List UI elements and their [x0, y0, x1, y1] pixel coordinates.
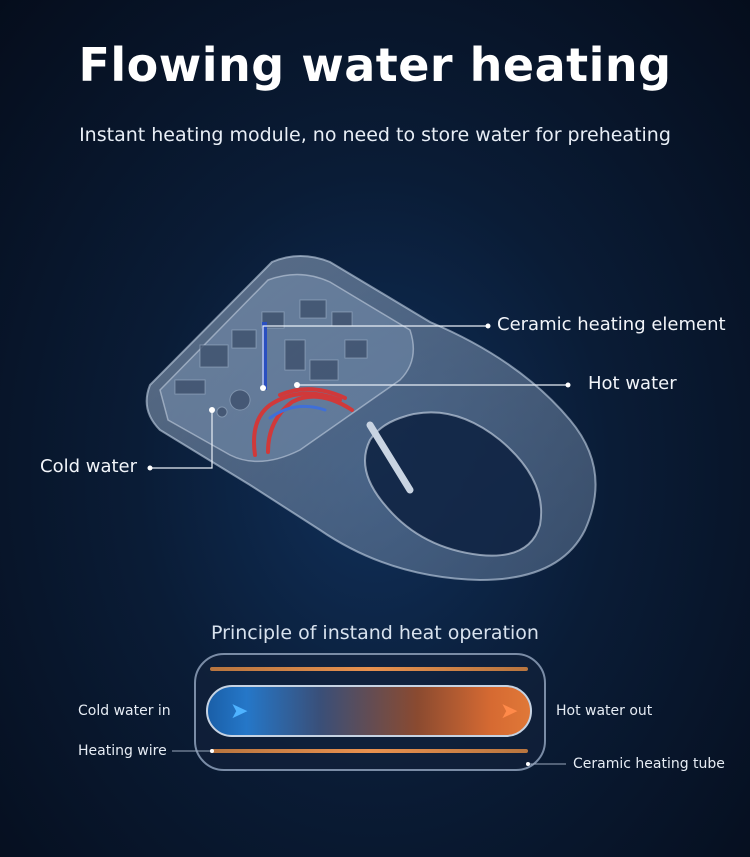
callout-dot-cold-water	[209, 407, 215, 413]
label-cold-water: Cold water	[40, 456, 138, 477]
label-cold-water-in: Cold water in	[78, 703, 171, 719]
label-ceramic-heating-tube: Ceramic heating tube	[573, 756, 725, 772]
page-title: Flowing water heating	[78, 38, 672, 92]
hot-flow-arrow-icon: ➤	[500, 699, 519, 724]
label-hot-water: Hot water	[588, 373, 677, 394]
callout-dot-hot-water	[294, 382, 300, 388]
callout-dot-ceramic-end	[485, 323, 491, 329]
callout-dot-ceramic	[260, 385, 266, 391]
callout-dot-cold-water-end	[147, 465, 153, 471]
cold-flow-arrow-icon: ➤	[230, 699, 249, 724]
ceramic-heating-element	[262, 322, 267, 390]
heating-wire-top	[210, 667, 528, 671]
circuit-components	[174, 299, 368, 418]
heating-wire-bottom	[210, 749, 528, 753]
principle-title: Principle of instand heat operation	[211, 622, 539, 644]
label-ceramic-heating-element: Ceramic heating element	[497, 314, 726, 335]
hot-water-pipes	[252, 387, 354, 457]
callout-line-ceramic	[262, 325, 488, 388]
toilet-seat-illustration	[145, 255, 597, 582]
label-hot-water-out: Hot water out	[556, 703, 653, 719]
nozzle-pipe	[366, 421, 414, 494]
page-subtitle: Instant heating module, no need to store…	[79, 124, 671, 146]
callout-line-cold-water	[150, 410, 213, 469]
water-channel: ➤ ➤	[206, 685, 532, 737]
label-heating-wire: Heating wire	[78, 743, 167, 759]
seat-opening	[364, 411, 543, 557]
callout-dot-hot-water-end	[565, 382, 571, 388]
heating-tube-diagram: ➤ ➤	[194, 653, 546, 773]
cold-water-pipes	[268, 404, 327, 420]
